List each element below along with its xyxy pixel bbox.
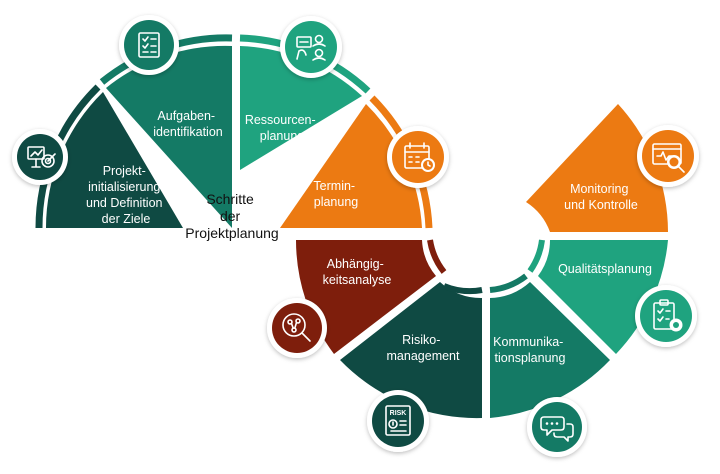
segment-shape bbox=[490, 282, 610, 418]
step-label-line1: Risiko- bbox=[402, 333, 440, 347]
step-label: Kommunika- tionsplanung bbox=[493, 335, 567, 365]
center-title: Schritte der Projektplanung bbox=[185, 191, 278, 241]
segment-shape bbox=[296, 240, 436, 354]
risk-icon-text: RISK bbox=[390, 410, 407, 417]
step-label-line2: tionsplanung bbox=[495, 351, 566, 365]
step-label-line1: Kommunika- bbox=[493, 335, 563, 349]
monitor-magnifier-icon bbox=[637, 125, 699, 187]
step-label-line2: management bbox=[387, 349, 460, 363]
step-label-line1: Qualitätsplanung bbox=[558, 262, 652, 276]
segment-shape bbox=[280, 104, 422, 228]
step-label-line1: Termin- bbox=[313, 179, 355, 193]
people-resources-icon bbox=[280, 16, 342, 78]
step-label: Projekt- initialisierung und Definition … bbox=[86, 164, 166, 226]
checklist-icon bbox=[119, 15, 179, 75]
center-title-line1: Schritte bbox=[206, 191, 254, 207]
segment-shape bbox=[45, 92, 183, 228]
step-label: Risiko- management bbox=[387, 333, 460, 363]
segment-rim bbox=[527, 239, 545, 273]
step-ressourcenplanung: Ressourcen- planung bbox=[239, 16, 371, 170]
presentation-target-icon bbox=[12, 129, 68, 185]
calendar-clock-icon bbox=[387, 126, 449, 188]
step-label-line1: Abhängig- bbox=[327, 257, 384, 271]
center-title-line2: der bbox=[220, 208, 241, 224]
step-label: Ressourcen- planung bbox=[245, 113, 319, 143]
step-label-line1: Monitoring bbox=[570, 182, 628, 196]
risk-sheet-icon: RISK bbox=[367, 390, 429, 452]
step-aufgabenidentifikation: Aufgaben- identifikation bbox=[99, 15, 233, 228]
step-label-line2: planung bbox=[260, 129, 305, 143]
segment-rim bbox=[427, 239, 447, 274]
step-label: Aufgaben- identifikation bbox=[153, 109, 223, 139]
chat-bubbles-icon bbox=[527, 397, 587, 457]
step-projektinitialisierung: Projekt- initialisierung und Definition … bbox=[12, 84, 183, 229]
step-label-line1: Ressourcen- bbox=[245, 113, 316, 127]
step-label-line2: keitsanalyse bbox=[323, 273, 392, 287]
step-monitoring: Monitoring und Kontrolle bbox=[526, 104, 699, 232]
step-label: Qualitätsplanung bbox=[558, 262, 652, 276]
step-label-line2: und Kontrolle bbox=[564, 198, 638, 212]
step-abhaengigkeitsanalyse: Abhängig- keitsanalyse bbox=[267, 239, 447, 358]
step-label-line1: Aufgaben- bbox=[157, 109, 215, 123]
step-label: Abhängig- keitsanalyse bbox=[323, 257, 392, 287]
segment-rim bbox=[442, 283, 483, 295]
step-kommunikationsplanung: Kommunika- tionsplanung bbox=[489, 273, 610, 457]
segment-rim bbox=[489, 273, 528, 293]
segment-shape bbox=[340, 282, 482, 419]
step-label-line3: und Definition bbox=[86, 196, 162, 210]
step-label-line2: planung bbox=[314, 195, 359, 209]
step-qualitaetsplanung: Qualitätsplanung bbox=[527, 239, 697, 354]
segment-shape bbox=[538, 240, 668, 354]
clipboard-gear-icon bbox=[635, 285, 697, 347]
segment-shape bbox=[240, 46, 362, 170]
step-label-line2: initialisierung bbox=[88, 180, 160, 194]
segment-shape bbox=[526, 104, 668, 232]
step-label-line2: identifikation bbox=[153, 125, 223, 139]
step-label-line1: Projekt- bbox=[103, 164, 146, 178]
step-label: Monitoring und Kontrolle bbox=[564, 182, 638, 212]
step-terminplanung: Termin- planung bbox=[280, 95, 449, 229]
step-risikomanagement: Risiko- management RISK bbox=[340, 282, 483, 452]
step-label-line4: der Ziele bbox=[102, 212, 151, 226]
center-title-line3: Projektplanung bbox=[185, 225, 278, 241]
segment-shape bbox=[106, 45, 232, 228]
step-label: Termin- planung bbox=[313, 179, 358, 209]
magnifier-network-icon bbox=[267, 298, 327, 358]
